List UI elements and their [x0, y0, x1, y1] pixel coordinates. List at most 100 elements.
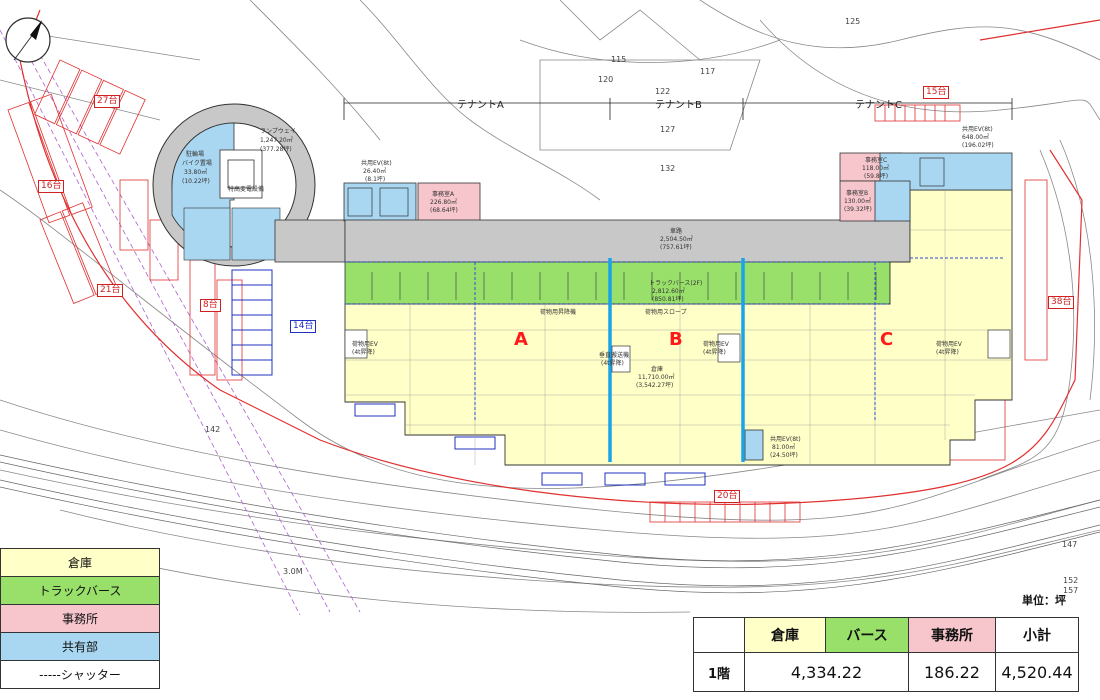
- room-label: (4t昇降): [352, 349, 375, 356]
- room-label: (10.22坪): [182, 178, 210, 185]
- contour-label: 117: [700, 67, 716, 76]
- site-boundary: [19, 9, 1100, 505]
- contour-label: 147: [1062, 540, 1078, 549]
- area-table-floor: 1階: [693, 652, 745, 692]
- easement-lines: [0, 29, 361, 616]
- room-label: 共用EV(8t): [770, 436, 801, 443]
- warehouse: [344, 189, 1013, 466]
- parking-count: 15台: [923, 86, 950, 99]
- parking-count: 21台: [97, 284, 124, 297]
- room-label: (59.8坪): [864, 173, 889, 180]
- room-label: バイク置場: [182, 160, 212, 167]
- legend-row: 共有部: [0, 632, 160, 661]
- room-label: 事務室C: [865, 157, 888, 164]
- warehouse-grid: [345, 190, 1012, 465]
- room-label: 648.00㎡: [962, 134, 989, 141]
- legend-row: トラックバース: [0, 576, 160, 605]
- tenant-label: テナントC: [855, 100, 902, 111]
- truck-berth: [344, 261, 891, 305]
- zone-label: A: [514, 329, 528, 350]
- shared-ev-bottom: [744, 429, 764, 461]
- room-label: 荷物用EV: [352, 341, 378, 348]
- room-label: 垂直搬送機: [599, 352, 630, 359]
- room-label: 倉庫: [651, 366, 664, 373]
- room-label: (3,542.27坪): [636, 382, 674, 389]
- room-label: 荷物用スロープ: [645, 309, 687, 316]
- room-label: 11,710.00㎡: [638, 374, 675, 381]
- zone-label: B: [669, 329, 683, 350]
- room-label: 26.40㎡: [363, 168, 387, 175]
- area-table-header: バース: [825, 617, 909, 653]
- room-label: (8.1坪): [365, 176, 386, 183]
- contour-label: 142: [205, 425, 221, 434]
- tenant-label: テナントB: [655, 100, 702, 111]
- room-label: (4t昇降): [601, 360, 624, 367]
- berth-dock-lines: [371, 272, 877, 300]
- area-table-value: 186.22: [908, 652, 996, 692]
- rail-track: [0, 454, 1100, 594]
- parking-count: 27台: [94, 95, 121, 108]
- shared-core-b: [874, 180, 911, 222]
- parking-count: 14台: [290, 320, 317, 333]
- room-label: 車路: [670, 228, 683, 235]
- ramp-connector: [274, 219, 346, 263]
- parking-count: 16台: [38, 180, 65, 193]
- area-table-value: 4,520.44: [995, 652, 1079, 692]
- parking-count: 38台: [1048, 296, 1075, 309]
- room-label: 特高変電設備: [228, 186, 265, 193]
- contour-label: 157: [1063, 586, 1079, 595]
- contour-label: 127: [660, 125, 676, 134]
- room-label: ランプウェイ: [260, 128, 296, 135]
- legend-entry: 事務所: [0, 604, 160, 633]
- room-label: 33.80㎡: [184, 169, 208, 176]
- room-label: 2,812.60㎡: [652, 288, 685, 295]
- room-label: 事務室A: [432, 191, 455, 198]
- room-label: 130.00㎡: [844, 198, 871, 205]
- room-label: (68.64坪): [430, 207, 458, 214]
- room-label: (4t昇降): [703, 349, 726, 356]
- legend-entry: -----シャッター: [0, 660, 160, 689]
- room-label: 118.00㎡: [862, 165, 889, 172]
- room-label: 2,504.50㎡: [660, 236, 693, 243]
- legend-row: 倉庫: [0, 548, 160, 577]
- tenant-dimension-line: [343, 98, 1013, 120]
- parking-stalls-blue: [231, 269, 706, 486]
- area-table-header: 小計: [995, 617, 1079, 653]
- contour-label: 152: [1063, 576, 1079, 585]
- area-table-header: 事務所: [908, 617, 996, 653]
- north-arrow-icon: [5, 17, 51, 63]
- elevator-shafts: [344, 157, 1011, 373]
- tenant-partitions: [608, 258, 745, 462]
- legend-row: 事務所: [0, 604, 160, 633]
- room-label: (757.61坪): [660, 244, 692, 251]
- legend-row: -----シャッター: [0, 660, 160, 689]
- terrain-lines: [0, 0, 1100, 613]
- drive-aisle: [344, 219, 911, 263]
- area-table-header: 倉庫: [744, 617, 826, 653]
- shutter-lines: [345, 257, 1005, 420]
- room-label: (4t昇降): [936, 349, 959, 356]
- room-label: 駐輪場: [186, 151, 205, 158]
- room-label: 226.80㎡: [430, 199, 457, 206]
- room-label: 共用EV(8t): [962, 126, 993, 133]
- contour-label: 125: [845, 17, 861, 26]
- room-label: トラックバース(2F): [649, 280, 703, 287]
- room-label: 荷物用昇降機: [540, 309, 577, 316]
- room-label: (850.81坪): [652, 296, 684, 303]
- contour-label: 115: [611, 55, 627, 64]
- legend-entry: 共有部: [0, 632, 160, 661]
- room-label: 1,247.20㎡: [260, 137, 293, 144]
- office-a: [417, 182, 481, 222]
- room-label: (24.50坪): [770, 452, 798, 459]
- room-label: 荷物用EV: [703, 341, 729, 348]
- contour-label: 120: [598, 75, 614, 84]
- contour-label: 3.0M: [283, 567, 303, 576]
- room-label: (377.28坪): [260, 146, 292, 153]
- parking-count: 20台: [714, 490, 741, 503]
- room-label: 共用EV(8t): [361, 160, 392, 167]
- legend-entry: 倉庫: [0, 548, 160, 577]
- room-label: (196.02坪): [962, 142, 994, 149]
